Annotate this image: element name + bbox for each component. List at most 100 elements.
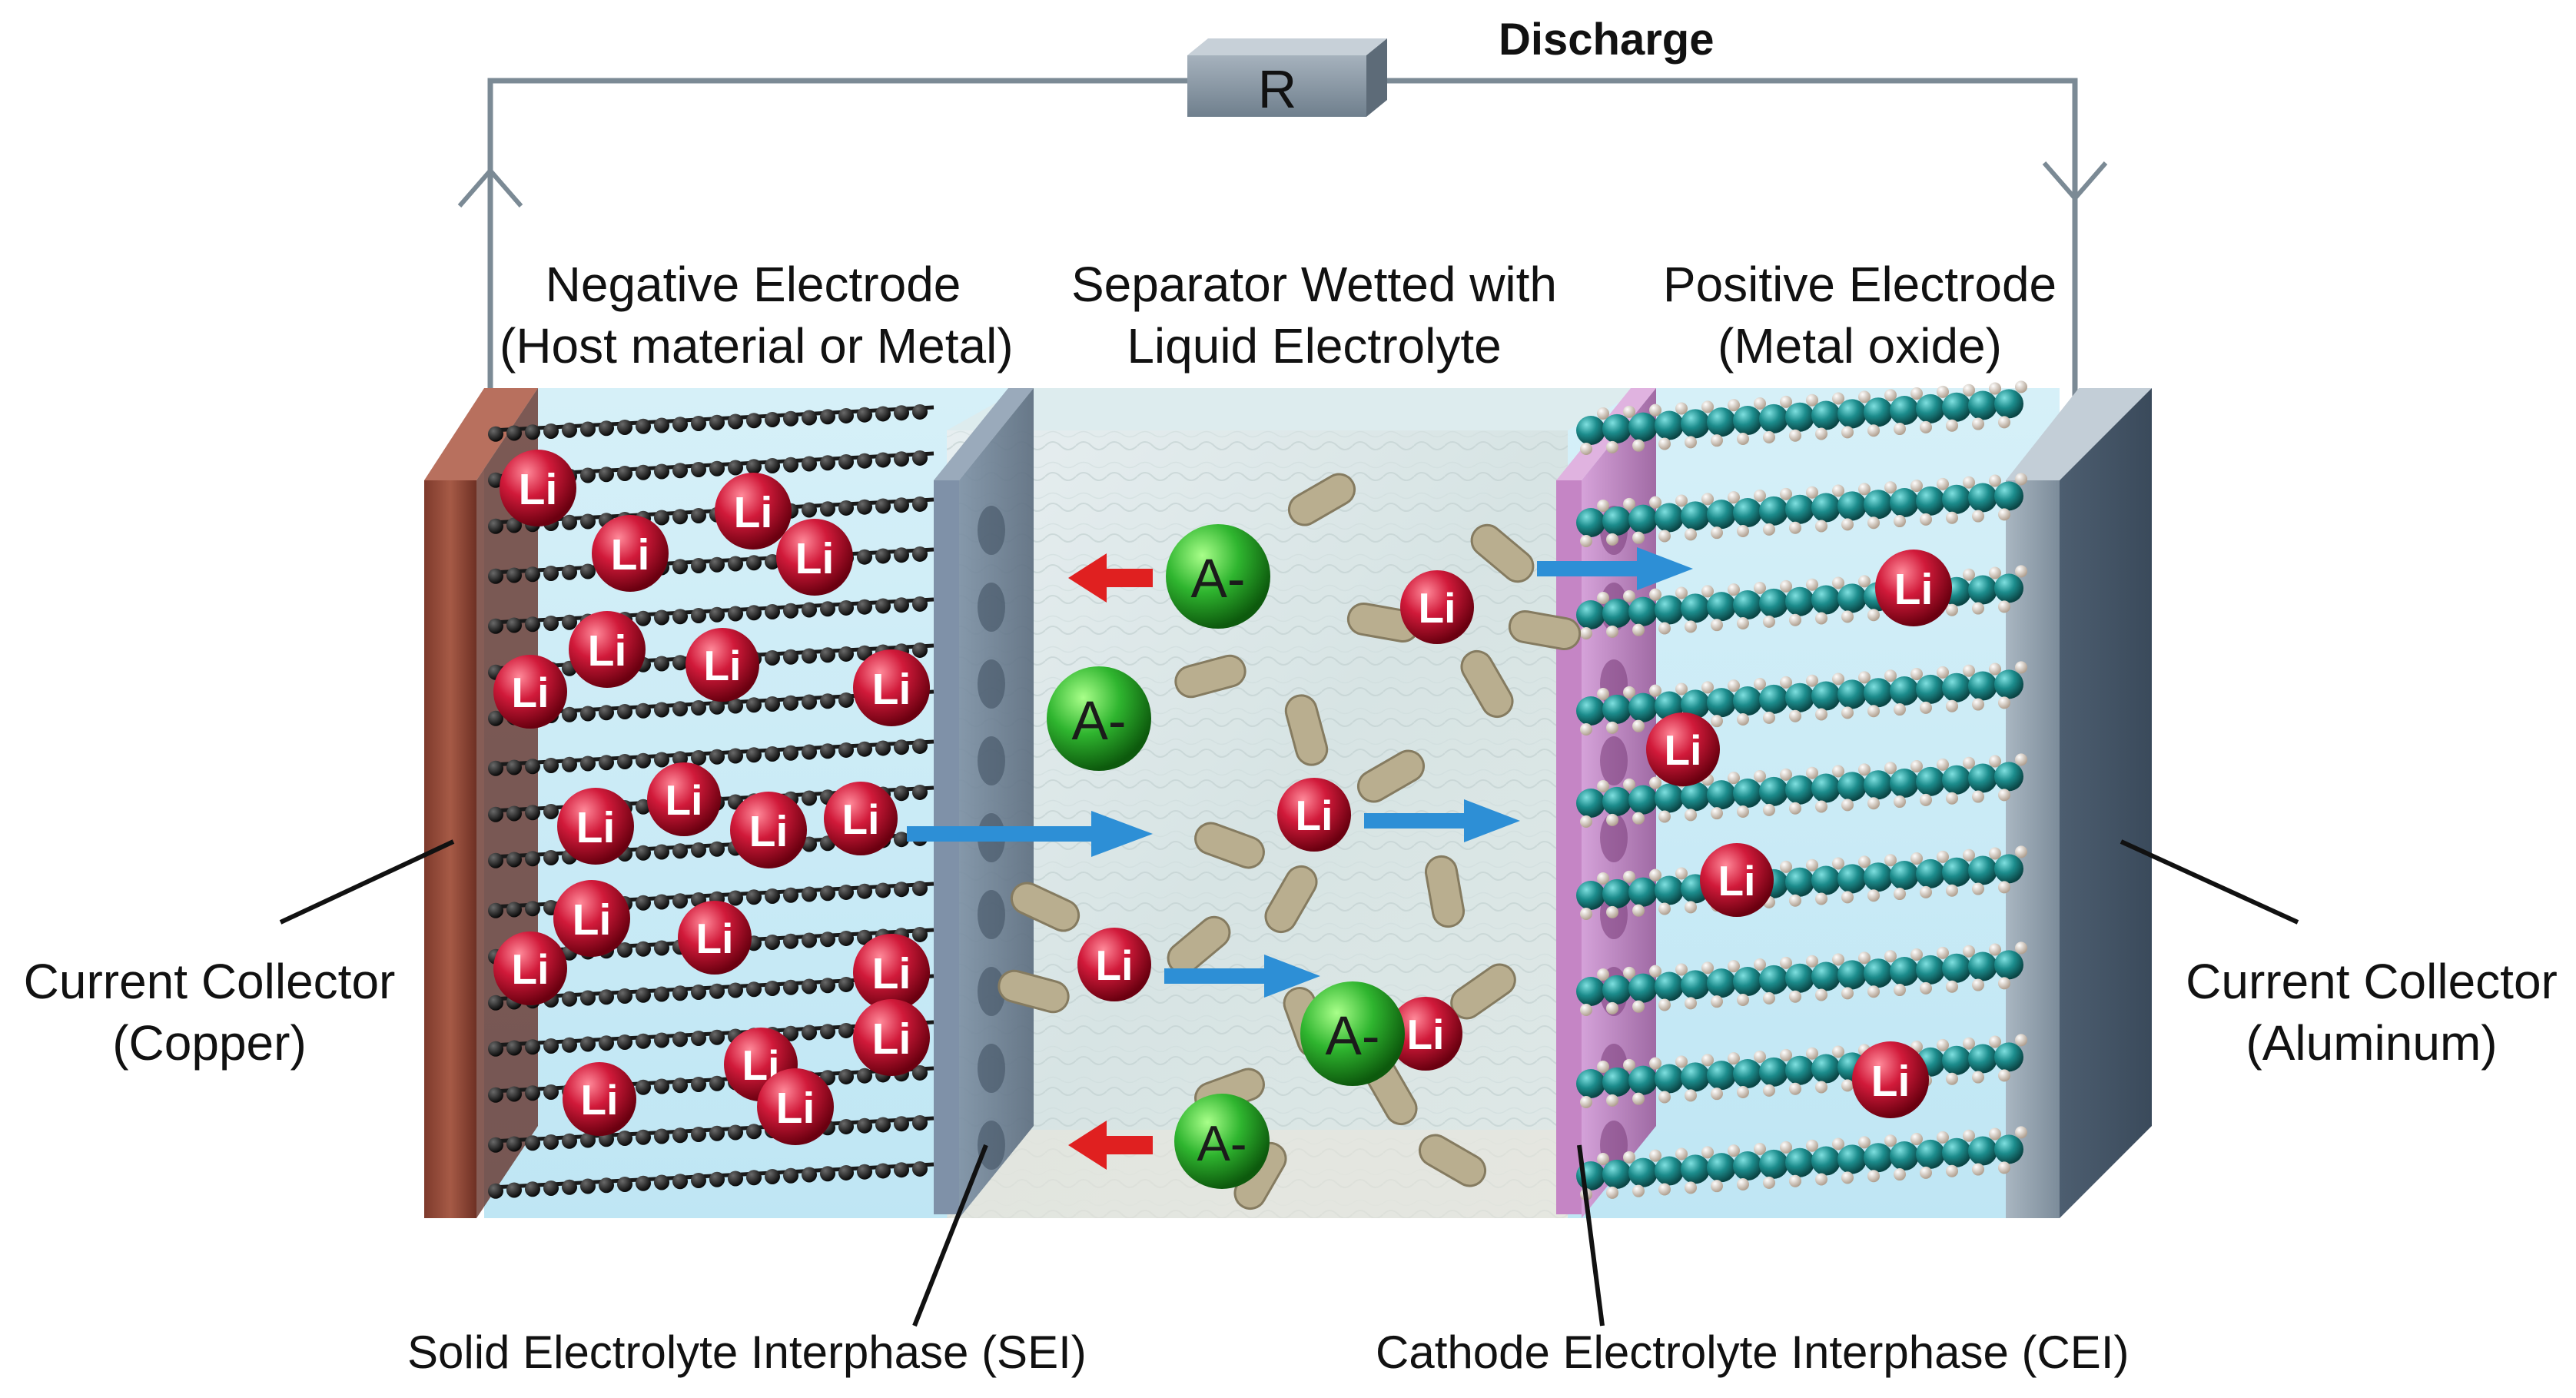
oxygen-atom — [1675, 1147, 1688, 1161]
metal-atom — [1994, 389, 2023, 419]
lithium-ion-label: Li — [795, 534, 835, 583]
metal-atom — [1707, 592, 1736, 622]
oxygen-atom — [1580, 815, 1592, 828]
oxygen-atom — [1658, 1183, 1671, 1196]
anion: A- — [1047, 666, 1151, 771]
carbon-atom — [691, 415, 706, 431]
carbon-atom — [746, 555, 762, 571]
oxygen-atom — [2015, 753, 2027, 766]
metal-atom — [1785, 494, 1814, 524]
carbon-atom — [728, 1171, 743, 1187]
oxygen-atom — [1937, 1038, 1949, 1051]
metal-atom — [1681, 689, 1710, 719]
carbon-atom — [691, 1126, 706, 1142]
oxygen-atom — [2015, 1034, 2027, 1047]
solvent-molecule — [1167, 915, 1231, 975]
lithium-ion: Li — [569, 611, 646, 688]
carbon-atom — [857, 1068, 872, 1084]
metal-atom — [1994, 1134, 2023, 1164]
oxygen-atom — [1946, 511, 1958, 524]
lithium-ion-label: Li — [696, 915, 734, 962]
carbon-atom — [857, 499, 872, 515]
oxygen-atom — [1597, 1061, 1609, 1073]
oxygen-atom — [1780, 676, 1792, 689]
oxygen-atom — [1937, 758, 1949, 771]
oxygen-atom — [1884, 854, 1897, 867]
carbon-atom — [691, 461, 706, 477]
metal-atom — [1576, 600, 1605, 629]
lithium-ion-label: Li — [512, 945, 549, 993]
carbon-atom — [728, 1124, 743, 1141]
anion: A- — [1166, 524, 1270, 629]
metal-atom — [1864, 1143, 1893, 1173]
oxygen-atom — [1841, 610, 1854, 623]
oxygen-atom — [1737, 525, 1749, 538]
oxygen-atom — [1754, 770, 1766, 783]
carbon-atom — [525, 1135, 540, 1151]
metal-atom — [1576, 881, 1605, 910]
lithium-ion-label: Li — [573, 895, 612, 945]
anion: A- — [1300, 981, 1405, 1086]
oxygen-atom — [1606, 533, 1618, 546]
metal-atom — [1968, 951, 1997, 981]
carbon-atom — [636, 702, 651, 719]
metal-atom — [1890, 957, 1919, 987]
carbon-atom — [636, 418, 651, 434]
carbon-atom — [543, 1134, 559, 1150]
oxide-layer — [1576, 941, 2027, 1016]
carbon-atom — [709, 1171, 725, 1187]
carbon-atom — [912, 642, 928, 658]
oxygen-atom — [1754, 1143, 1766, 1156]
carbon-atom — [562, 564, 577, 580]
carbon-atom — [820, 978, 835, 994]
oxygen-atom — [1920, 793, 1932, 806]
oxygen-atom — [1894, 984, 1906, 997]
oxygen-atom — [1963, 664, 1975, 677]
carbon-atom — [857, 599, 872, 615]
oxygen-atom — [1806, 1047, 1818, 1060]
carbon-atom — [765, 603, 780, 619]
oxygen-atom — [1867, 424, 1880, 437]
metal-atom — [1811, 585, 1841, 615]
carbon-atom — [525, 759, 540, 775]
carbon-atom — [709, 556, 725, 573]
oxygen-atom — [1946, 792, 1958, 805]
oxygen-atom — [1972, 1163, 1984, 1176]
oxygen-atom — [1632, 719, 1645, 732]
carbon-atom — [636, 895, 651, 911]
oxygen-atom — [1597, 968, 1609, 981]
oxygen-atom — [1989, 382, 2001, 395]
oxygen-atom — [1806, 578, 1818, 591]
metal-atom — [1681, 782, 1710, 812]
metal-atom — [1707, 688, 1736, 718]
metal-atom — [1759, 776, 1788, 806]
oxygen-atom — [1649, 588, 1661, 601]
oxygen-atom — [1632, 812, 1645, 825]
metal-atom — [1942, 672, 1971, 702]
carbon-atom — [894, 739, 909, 755]
metal-atom — [1576, 508, 1605, 537]
oxygen-atom — [1580, 535, 1592, 547]
carbon-atom — [857, 1164, 872, 1180]
oxygen-atom — [1580, 627, 1592, 639]
carbon-atom — [894, 1116, 909, 1132]
oxygen-atom — [1963, 476, 1975, 489]
metal-atom — [1733, 779, 1762, 809]
solvent-molecule — [1010, 882, 1081, 932]
oxygen-atom — [1815, 708, 1827, 721]
carbon-atom — [838, 646, 854, 662]
carbon-atom — [802, 978, 817, 995]
lithium-ion-label: Li — [1419, 584, 1456, 632]
carbon-atom — [783, 1025, 798, 1041]
lithium-ion: Li — [592, 515, 669, 592]
carbon-atom — [709, 983, 725, 999]
oxygen-atom — [1972, 790, 1984, 803]
carbon-atom — [912, 738, 928, 754]
anion-label: A- — [1191, 549, 1246, 609]
carbon-atom — [488, 1137, 503, 1153]
external-circuit — [457, 78, 2108, 427]
solvent-molecule — [1264, 865, 1318, 934]
oxygen-atom — [1701, 400, 1714, 413]
oxygen-atom — [1737, 617, 1749, 630]
